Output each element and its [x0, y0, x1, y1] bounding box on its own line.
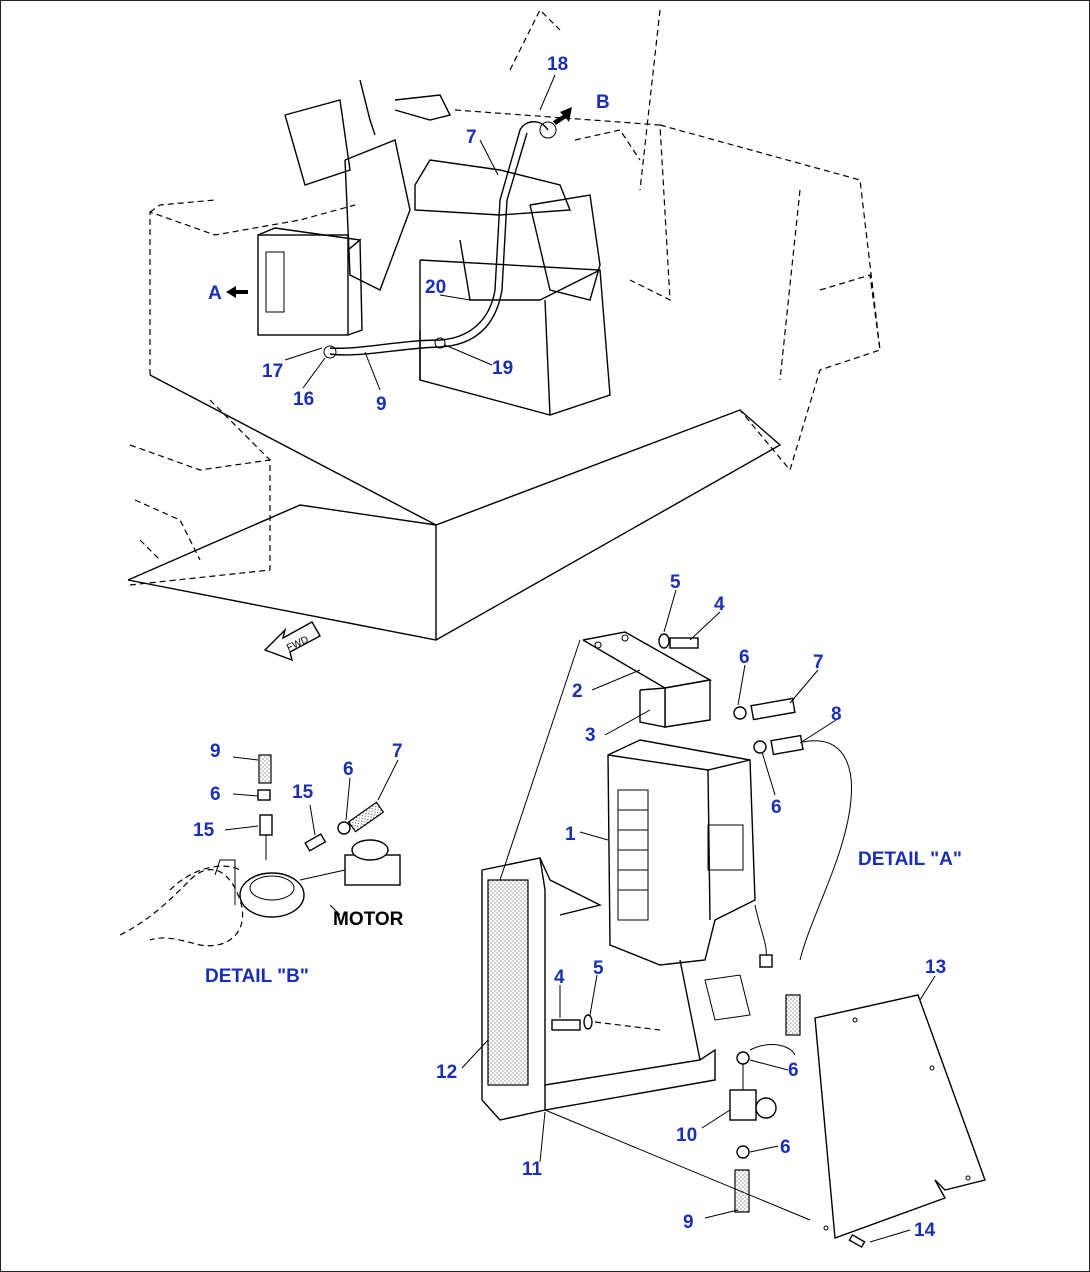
motor-label: MOTOR	[333, 909, 404, 930]
label-6-fitting-a: 6	[739, 647, 750, 668]
label-9-lower: 9	[683, 1212, 694, 1233]
label-6-fitting-b: 6	[771, 797, 782, 818]
label-7-hose: 7	[813, 652, 824, 673]
detail-a-caption: DETAIL "A"	[858, 849, 962, 870]
label-1: 1	[565, 824, 576, 845]
label-18: 18	[547, 54, 568, 75]
label-b: B	[596, 92, 610, 113]
arrow-a-icon	[226, 286, 248, 298]
label-13: 13	[925, 957, 946, 978]
label-5-lower: 5	[593, 958, 604, 979]
label-a: A	[208, 283, 222, 304]
label-9-top: 9	[376, 394, 387, 415]
fwd-label: FWD	[285, 634, 310, 654]
label-7-top: 7	[466, 127, 477, 148]
label-8: 8	[831, 704, 842, 725]
label-19: 19	[492, 358, 513, 379]
label-b-15-left: 15	[193, 820, 215, 841]
label-b-6-right: 6	[343, 759, 354, 780]
label-4-upper: 4	[714, 594, 725, 615]
label-2: 2	[572, 681, 583, 702]
label-b-9: 9	[210, 741, 221, 762]
label-10: 10	[676, 1125, 697, 1146]
label-b-15-upper: 15	[292, 782, 314, 803]
label-14: 14	[914, 1220, 936, 1241]
label-6-fitting-d: 6	[780, 1137, 791, 1158]
label-3: 3	[585, 725, 596, 746]
detail-a-drawing	[461, 589, 986, 1249]
label-5-upper: 5	[670, 572, 681, 593]
fwd-arrow-icon: FWD	[263, 621, 321, 662]
label-b-7: 7	[392, 741, 403, 762]
label-12: 12	[436, 1062, 457, 1083]
label-6-fitting-c: 6	[788, 1060, 799, 1081]
label-20: 20	[425, 277, 446, 298]
label-b-6-left: 6	[210, 784, 221, 805]
label-17: 17	[262, 361, 283, 382]
detail-b-caption: DETAIL "B"	[205, 966, 309, 987]
label-4-lower: 4	[554, 967, 565, 988]
machine-overview: FWD	[127, 8, 881, 662]
label-11: 11	[522, 1159, 543, 1180]
label-16: 16	[293, 389, 314, 410]
arrow-b-icon	[553, 107, 572, 125]
detail-b-drawing	[119, 754, 401, 947]
